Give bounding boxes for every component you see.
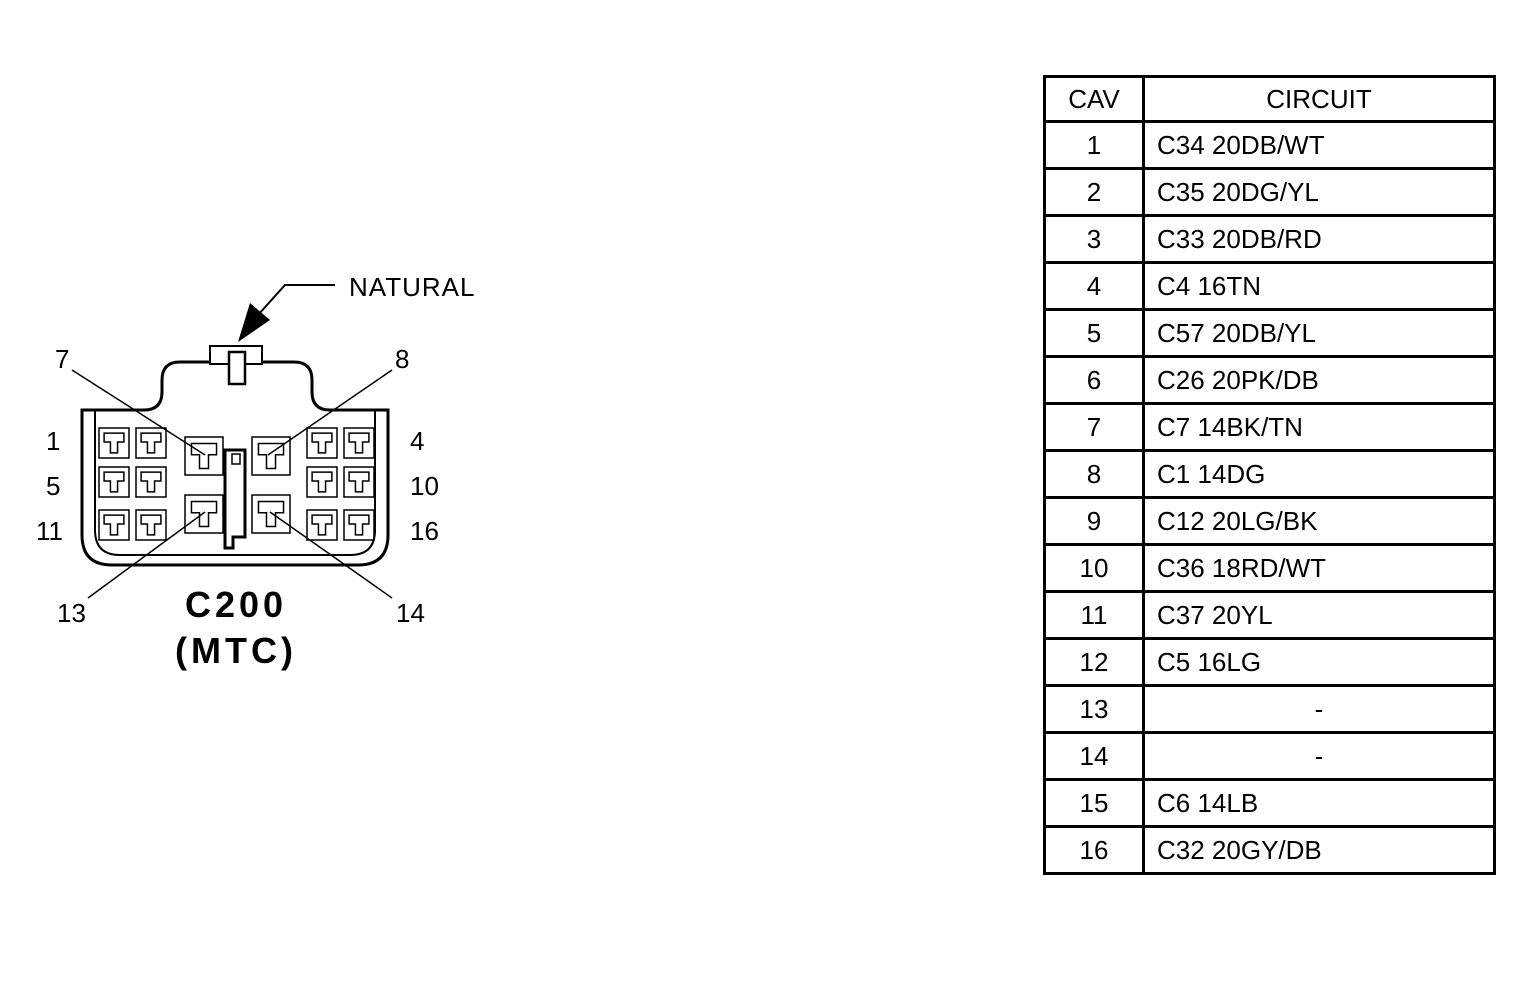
circuit-cell: C1 14DG [1142, 449, 1496, 499]
pin-label-13: 13 [57, 598, 86, 628]
circuit-cell: - [1142, 684, 1496, 734]
cav-cell: 9 [1043, 496, 1145, 546]
cav-cell: 14 [1043, 731, 1145, 781]
table-header-row: CAV CIRCUIT [1043, 75, 1496, 123]
cav-cell: 8 [1043, 449, 1145, 499]
circuit-cell: C32 20GY/DB [1142, 825, 1496, 875]
cav-cell: 7 [1043, 402, 1145, 452]
connector-diagram: NATURAL 7 8 1 5 11 4 10 16 13 14 C200 (M… [36, 272, 475, 671]
pin-leader-lines [71, 369, 393, 599]
terminal-cavity-icon [306, 509, 338, 541]
circuit-cell: C4 16TN [1142, 261, 1496, 311]
terminal-cavity-icon [135, 466, 167, 498]
terminal-cavity-icon [343, 509, 375, 541]
pin-label-7: 7 [55, 344, 69, 374]
terminal-cavity-icon [98, 427, 130, 459]
connector-variant: (MTC) [175, 630, 297, 671]
cav-cell: 15 [1043, 778, 1145, 828]
circuit-cell: C26 20PK/DB [1142, 355, 1496, 405]
cav-cell: 3 [1043, 214, 1145, 264]
pin-label-16: 16 [410, 516, 439, 546]
cav-cell: 10 [1043, 543, 1145, 593]
cav-cell: 11 [1043, 590, 1145, 640]
circuit-cell: C33 20DB/RD [1142, 214, 1496, 264]
pin-label-4: 4 [410, 426, 424, 456]
terminal-cavity-icon [306, 427, 338, 459]
natural-callout: NATURAL [238, 272, 475, 342]
table-row: 14- [1043, 731, 1496, 781]
connector-name: C200 [185, 584, 287, 625]
terminal-cavity-icon [135, 509, 167, 541]
table-row: 13- [1043, 684, 1496, 734]
pin-label-8: 8 [395, 344, 409, 374]
cav-cell: 6 [1043, 355, 1145, 405]
terminal-cavity-icon [184, 494, 224, 534]
circuit-cell: C5 16LG [1142, 637, 1496, 687]
terminal-cavity-icon [306, 466, 338, 498]
cav-cell: 5 [1043, 308, 1145, 358]
connector-body [80, 345, 390, 567]
terminal-cavity-icon [98, 509, 130, 541]
cav-cell: 4 [1043, 261, 1145, 311]
circuit-cell: C57 20DB/YL [1142, 308, 1496, 358]
terminal-cavity-icon [251, 436, 291, 476]
terminal-cavity-icon [343, 466, 375, 498]
terminal-cavity-icon [343, 427, 375, 459]
pin-label-10: 10 [410, 471, 439, 501]
terminal-cavity-icon [98, 466, 130, 498]
pin-label-14: 14 [396, 598, 425, 628]
circuit-cell: C37 20YL [1142, 590, 1496, 640]
circuit-cell: C6 14LB [1142, 778, 1496, 828]
cav-cell: 1 [1043, 120, 1145, 170]
circuit-cell: C36 18RD/WT [1142, 543, 1496, 593]
circuit-cell: C12 20LG/BK [1142, 496, 1496, 546]
terminal-cavity-icon [251, 494, 291, 534]
pin-label-1: 1 [46, 426, 60, 456]
cav-cell: 13 [1043, 684, 1145, 734]
circuit-cell: - [1142, 731, 1496, 781]
cav-cell: 2 [1043, 167, 1145, 217]
natural-label: NATURAL [349, 272, 475, 302]
terminal-cavities [98, 427, 375, 541]
terminal-cavity-icon [184, 436, 224, 476]
circuit-cell: C35 20DG/YL [1142, 167, 1496, 217]
header-circuit: CIRCUIT [1142, 75, 1496, 123]
circuit-cell: C7 14BK/TN [1142, 402, 1496, 452]
pin-label-11: 11 [36, 516, 63, 546]
cav-cell: 12 [1043, 637, 1145, 687]
cav-cell: 16 [1043, 825, 1145, 875]
pin-number-labels: 7 8 1 5 11 4 10 16 13 14 [36, 344, 439, 628]
circuit-cell: C34 20DB/WT [1142, 120, 1496, 170]
header-cav: CAV [1043, 75, 1145, 123]
pin-label-5: 5 [46, 471, 60, 501]
terminal-cavity-icon [135, 427, 167, 459]
